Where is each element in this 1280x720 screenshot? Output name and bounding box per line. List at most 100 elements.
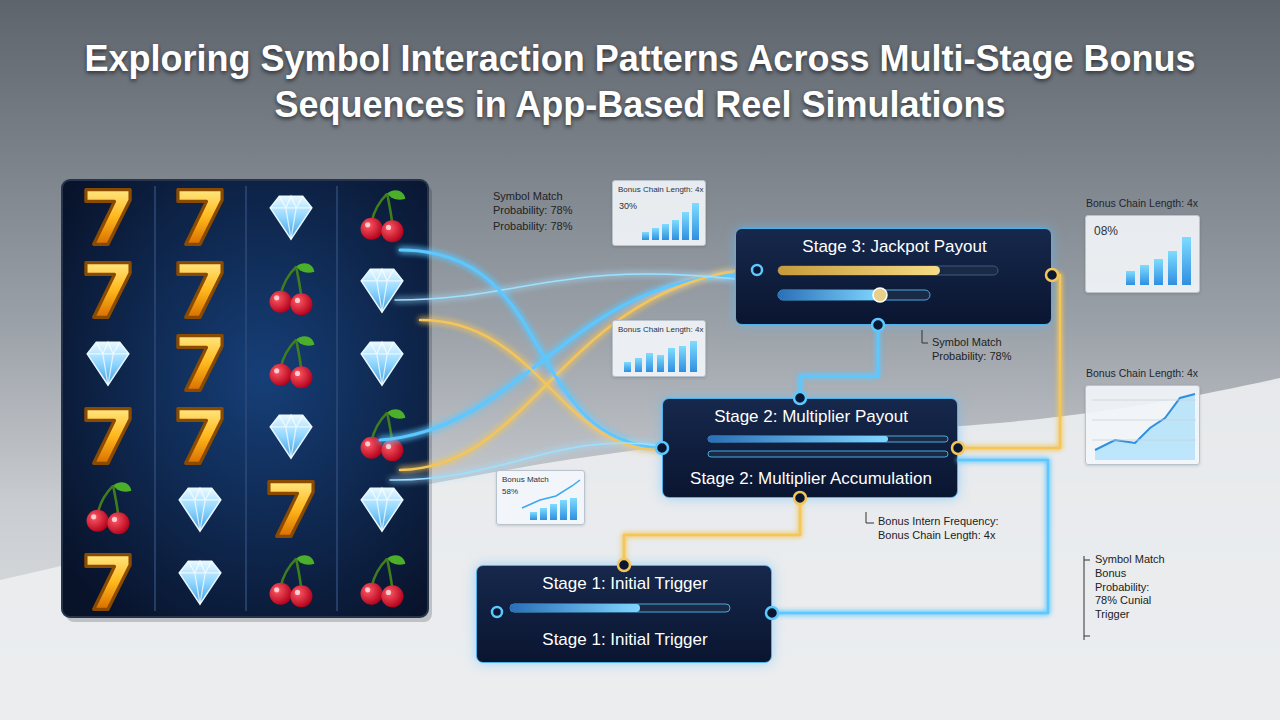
chart-caption: 58% <box>502 487 532 497</box>
diamond-symbol <box>179 561 221 604</box>
seven-symbol <box>86 555 130 610</box>
chart-bar <box>570 498 577 520</box>
leader-bracket <box>1084 556 1090 640</box>
connector-line <box>958 275 1060 448</box>
stage-title: Stage 1: Initial Trigger <box>477 574 773 594</box>
annotation-label: Probability: 78% <box>493 220 593 234</box>
progress-track <box>510 604 730 612</box>
seven-symbol <box>178 409 222 464</box>
chart-bar <box>1168 251 1177 285</box>
chart-bar <box>652 228 659 240</box>
chart-bar <box>646 353 653 372</box>
seven-symbol <box>178 263 222 318</box>
chart-bar <box>662 224 669 240</box>
cherry-symbol <box>361 190 406 242</box>
stage-box: Stage 3: Jackpot Payout <box>735 228 1052 325</box>
port-dot <box>752 265 762 275</box>
chart-bar <box>679 346 686 372</box>
chart-bar <box>1140 265 1149 285</box>
chart-bar <box>560 500 567 520</box>
chart-area <box>1095 394 1195 460</box>
diamond-symbol <box>87 342 129 385</box>
reel-panel <box>62 180 428 617</box>
stage-box: Stage 2: Multiplier PayoutStage 2: Multi… <box>662 398 958 498</box>
seven-symbol <box>86 190 130 245</box>
progress-fill <box>708 436 888 442</box>
cherry-symbol <box>87 482 132 534</box>
cherry-symbol <box>270 555 315 607</box>
chart-bar <box>635 358 642 372</box>
slider-knob <box>873 288 887 302</box>
annotation-label: Bonus Intern Frequency: Bonus Chain Leng… <box>878 515 1028 543</box>
chart-caption: Bonus Chain Length: 4x <box>1086 197 1236 210</box>
chart-caption: 30% <box>619 201 649 212</box>
progress-track <box>708 436 948 442</box>
chart-bar <box>624 362 631 372</box>
chart-caption: Bonus Chain Length: 4x <box>1086 367 1236 380</box>
leader-line <box>922 330 928 343</box>
progress-fill <box>778 266 940 275</box>
cherry-symbol <box>270 336 315 388</box>
chart-bar <box>530 512 537 520</box>
seven-symbol <box>269 482 313 537</box>
chart-bar <box>540 508 547 520</box>
connector-line <box>772 460 1048 613</box>
chart-bar <box>657 355 664 372</box>
chart-caption: Bonus Chain Length: 4x <box>618 185 710 195</box>
progress-fill <box>778 290 880 300</box>
chart-line <box>1095 394 1195 450</box>
annotation-label: Symbol Match Bonus Probability: 78% Cuni… <box>1095 553 1170 622</box>
stage-title: Stage 2: Multiplier Accumulation <box>663 469 959 489</box>
progress-track <box>778 266 998 275</box>
port-dot <box>618 559 630 571</box>
leader-line <box>866 512 874 523</box>
light-streak <box>395 274 735 300</box>
chart-bar <box>682 212 689 240</box>
diamond-symbol <box>270 196 312 239</box>
port-dot <box>766 607 778 619</box>
connector-line <box>624 498 800 565</box>
chart-caption: 08% <box>1094 224 1134 238</box>
cherry-symbol <box>270 263 315 315</box>
chart-bar <box>550 504 557 520</box>
seven-symbol <box>86 409 130 464</box>
stage-title: Stage 2: Multiplier Payout <box>663 407 959 427</box>
chart-bar <box>692 203 699 240</box>
stage-title: Stage 3: Jackpot Payout <box>736 237 1053 257</box>
cherry-symbol <box>361 409 406 461</box>
chart-caption: Bonus Match <box>502 475 582 485</box>
port-dot <box>794 492 806 504</box>
diamond-symbol <box>179 488 221 531</box>
page-title: Exploring Symbol Interaction Patterns Ac… <box>20 36 1260 128</box>
stage-progress-bars <box>510 266 998 612</box>
port-dot <box>492 607 502 617</box>
annotation-label: Symbol Match Probability: 78% <box>932 336 1032 364</box>
diamond-symbol <box>361 342 403 385</box>
port-dot <box>952 442 964 454</box>
chart-bar <box>1126 271 1135 285</box>
chart-bar <box>668 348 675 372</box>
card-bars <box>530 203 1191 520</box>
chart-caption: Bonus Chain Length: 4x <box>618 325 710 335</box>
port-dot <box>872 319 884 331</box>
chart-gridlines <box>1092 400 1196 440</box>
port-dot <box>794 392 806 404</box>
chart-line <box>522 480 580 508</box>
stage-title: Stage 1: Initial Trigger <box>477 630 773 650</box>
seven-symbol <box>86 263 130 318</box>
chart-bar <box>690 341 697 372</box>
progress-track <box>778 290 930 300</box>
chart-bar <box>1182 237 1191 285</box>
chart-bar <box>642 232 649 240</box>
chart-bar <box>672 220 679 240</box>
diamond-symbol <box>361 269 403 312</box>
chart-bar <box>1154 259 1163 285</box>
progress-fill <box>510 604 640 612</box>
diamond-symbol <box>270 415 312 458</box>
port-dot <box>1046 269 1058 281</box>
reel-dividers <box>155 186 337 611</box>
annotation-label: Symbol Match Probability: 78% <box>493 190 593 218</box>
connector-line <box>800 325 878 398</box>
